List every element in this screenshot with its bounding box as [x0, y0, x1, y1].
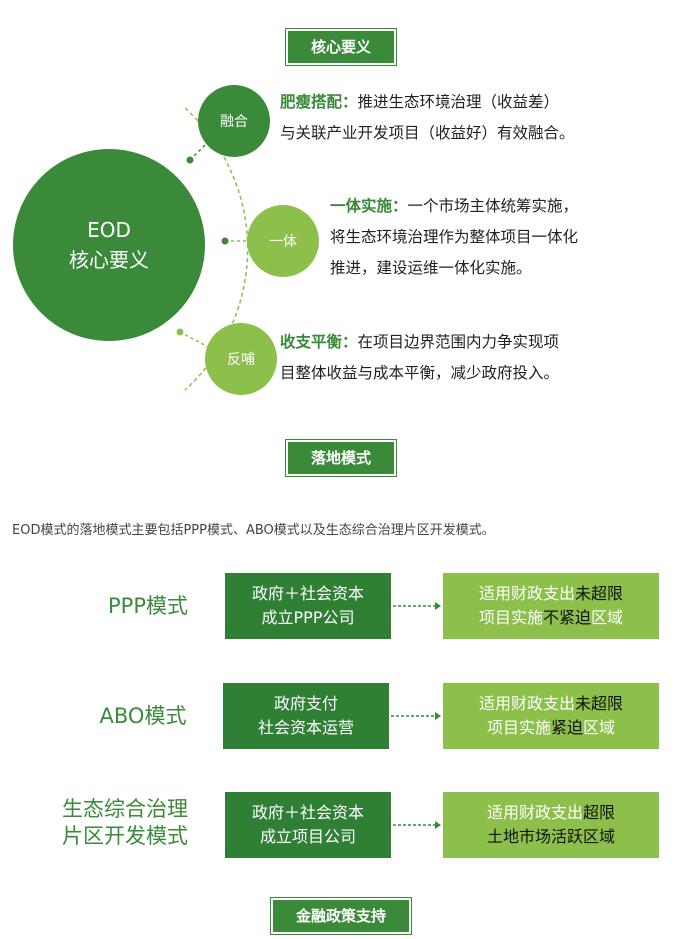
keyword-fusion: 肥瘦搭配：	[280, 93, 358, 111]
desc-integration-line3: 推进，建设运维一体化实施。	[330, 259, 532, 277]
mode-abo-applicable: 适用财政支出未超限 项目实施紧迫区域	[443, 683, 659, 749]
mode-ppp-structure-line2: 成立PPP公司	[261, 608, 355, 627]
mode-ppp-structure-line1: 政府＋社会资本	[251, 584, 364, 603]
tag-circle-fusion: 融合	[198, 85, 270, 157]
section-title-finance: 金融政策支持	[273, 900, 409, 932]
desc-integration: 一体实施：一个市场主体统筹实施， 将生态环境治理作为整体项目一体化 推进，建设运…	[330, 191, 578, 284]
mode-ppp-applicable-1a: 适用财政支出	[478, 584, 575, 603]
desc-fusion-line2: 与关联产业开发项目（收益好）有效融合。	[280, 124, 575, 142]
mode-abo-applicable-2a: 项目实施	[486, 718, 551, 737]
mode-label-abo: ABO模式	[63, 703, 223, 730]
keyword-integration: 一体实施：	[330, 197, 408, 215]
keyword-feedback: 收支平衡：	[280, 333, 358, 351]
mode-eco-structure-line1: 政府＋社会资本	[251, 803, 364, 822]
eod-core-line1: EOD	[87, 218, 131, 242]
section-title-core: 核心要义	[288, 31, 394, 63]
arrow-eco	[393, 821, 441, 829]
desc-feedback: 收支平衡：在项目边界范围内力争实现项 目整体收益与成本平衡，减少政府投入。	[280, 327, 559, 389]
mode-abo-applicable-2c: 区域	[583, 718, 616, 737]
mode-ppp-structure: 政府＋社会资本 成立PPP公司	[225, 573, 391, 639]
mode-label-eco: 生态综合治理 片区开发模式	[45, 796, 205, 850]
mode-abo-applicable-2b: 紧迫	[550, 718, 583, 737]
mode-ppp-applicable-1b: 未超限	[575, 584, 624, 603]
desc-integration-line1: 一个市场主体统筹实施，	[407, 197, 579, 215]
desc-feedback-line2: 目整体收益与成本平衡，减少政府投入。	[280, 364, 560, 382]
mode-label-ppp: PPP模式	[68, 593, 228, 620]
desc-fusion: 肥瘦搭配：推进生态环境治理（收益差） 与关联产业开发项目（收益好）有效融合。	[280, 87, 575, 149]
mode-eco-applicable-1a: 适用财政支出	[486, 803, 583, 822]
mode-eco-applicable-1b: 超限	[583, 803, 616, 822]
arrow-abo	[391, 712, 441, 720]
mode-abo-structure-line1: 政府支付	[273, 694, 338, 713]
intro-text: EOD模式的落地模式主要包括PPP模式、ABO模式以及生态综合治理片区开发模式。	[12, 523, 495, 538]
desc-integration-line2: 将生态环境治理作为整体项目一体化	[330, 228, 579, 246]
mode-eco-applicable-2b: 土地市场活跃区域	[486, 827, 615, 846]
arrow-ppp	[393, 602, 441, 610]
mode-abo-structure-line2: 社会资本运营	[257, 718, 354, 737]
tag-circle-feedback: 反哺	[205, 323, 277, 395]
mode-ppp-applicable-2c: 区域	[591, 608, 624, 627]
mode-label-abo-line1: ABO模式	[99, 704, 187, 728]
mode-eco-structure: 政府＋社会资本 成立项目公司	[225, 792, 391, 858]
mode-ppp-applicable-2a: 项目实施	[478, 608, 543, 627]
mode-abo-structure: 政府支付 社会资本运营	[223, 683, 389, 749]
mode-eco-applicable: 适用财政支出超限 土地市场活跃区域	[443, 792, 659, 858]
mode-abo-applicable-1a: 适用财政支出	[478, 694, 575, 713]
desc-feedback-line1: 在项目边界范围内力争实现项	[357, 333, 560, 351]
tag-circle-integration: 一体	[247, 205, 319, 277]
mode-abo-applicable-1b: 未超限	[575, 694, 624, 713]
mode-label-ppp-line1: PPP模式	[108, 594, 188, 618]
mode-ppp-applicable-2b: 不紧迫	[542, 608, 591, 627]
eod-core-circle: EOD 核心要义	[13, 149, 205, 341]
mode-label-eco-line1: 生态综合治理	[62, 797, 188, 821]
section-title-landing: 落地模式	[288, 442, 394, 474]
desc-fusion-line1: 推进生态环境治理（收益差）	[357, 93, 560, 111]
eod-core-line2: 核心要义	[69, 248, 149, 272]
mode-label-eco-line2: 片区开发模式	[62, 824, 188, 848]
mode-eco-structure-line2: 成立项目公司	[259, 827, 356, 846]
mode-ppp-applicable: 适用财政支出未超限 项目实施不紧迫区域	[443, 573, 659, 639]
